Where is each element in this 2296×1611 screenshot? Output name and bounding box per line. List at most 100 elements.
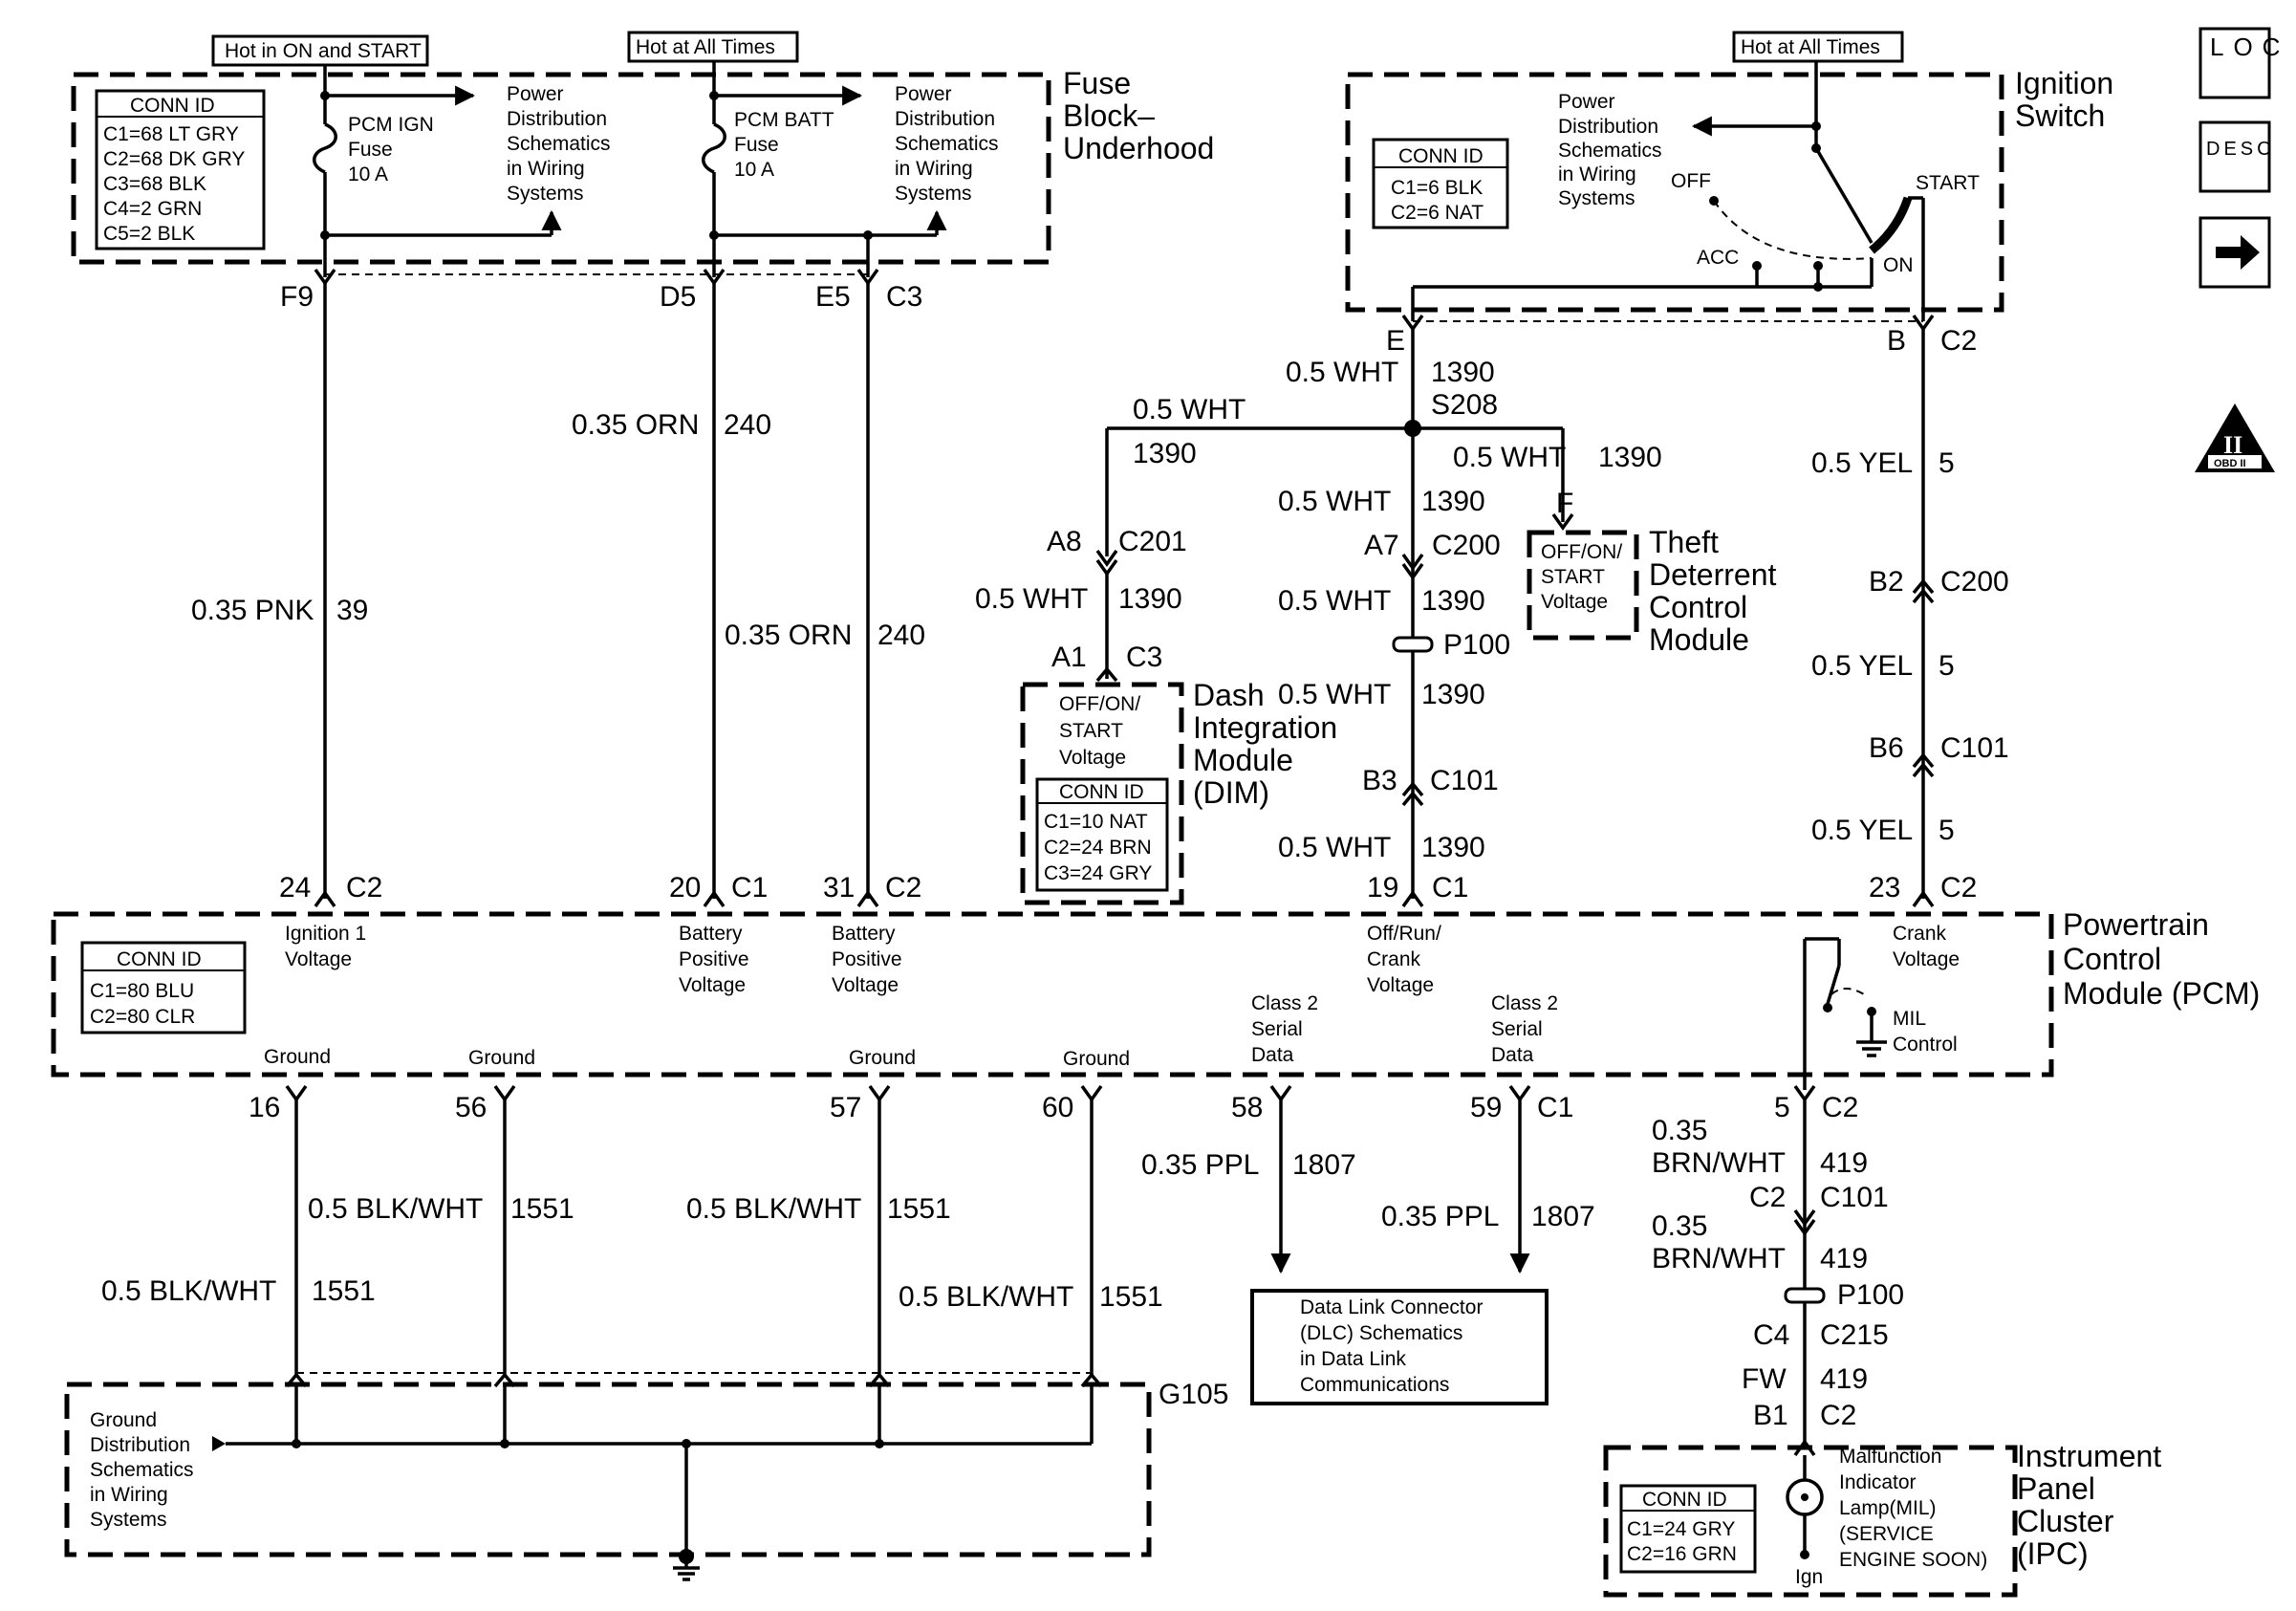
svg-text:Voltage: Voltage	[1059, 747, 1126, 769]
svg-text:II: II	[2223, 431, 2242, 459]
svg-text:1390: 1390	[1133, 438, 1197, 469]
svg-text:Cluster: Cluster	[2017, 1504, 2114, 1538]
fuse-1-symbol	[313, 122, 337, 174]
svg-text:Voltage: Voltage	[679, 974, 746, 996]
svg-text:Data Link Connector: Data Link Connector	[1300, 1296, 1483, 1318]
wire-orn2-label: 0.35 ORN	[725, 620, 852, 651]
svg-text:23: 23	[1869, 872, 1900, 903]
svg-text:Block–: Block–	[1063, 98, 1155, 133]
svg-text:0.5 BLK/WHT: 0.5 BLK/WHT	[101, 1275, 276, 1307]
svg-text:C200: C200	[1432, 530, 1501, 561]
pcm-output-pins: 16 56 57 60 58 59 C1 5 C2	[249, 1084, 1858, 1123]
svg-text:C1=80 BLU: C1=80 BLU	[90, 980, 194, 1002]
svg-text:C3: C3	[1126, 642, 1162, 673]
svg-text:CONN ID: CONN ID	[117, 948, 202, 970]
ground-wires: 0.5 BLK/WHT 1551 0.5 BLK/WHT 1551 0.5 BL…	[101, 1099, 1163, 1388]
svg-text:in Wiring: in Wiring	[507, 158, 585, 180]
svg-text:C1=24 GRY: C1=24 GRY	[1627, 1518, 1735, 1540]
svg-text:C2=68 DK GRY: C2=68 DK GRY	[103, 148, 245, 170]
svg-text:Systems: Systems	[895, 183, 972, 205]
fuse-output-pins: F9 D5 E5 C3	[280, 268, 922, 313]
svg-text:Data: Data	[1491, 1044, 1534, 1066]
svg-text:PCM IGN: PCM IGN	[348, 114, 434, 136]
switch-blade	[1814, 147, 1874, 244]
svg-text:16: 16	[249, 1092, 280, 1123]
svg-text:1390: 1390	[1421, 679, 1485, 710]
svg-text:57: 57	[830, 1092, 861, 1123]
svg-text:0.5 YEL: 0.5 YEL	[1811, 650, 1913, 682]
svg-text:E5: E5	[815, 281, 851, 313]
svg-text:C2=24 BRN: C2=24 BRN	[1044, 837, 1152, 859]
loc-icon[interactable]: LOC	[2199, 27, 2289, 99]
svg-text:0.5 YEL: 0.5 YEL	[1811, 447, 1913, 479]
svg-text:0.5 WHT: 0.5 WHT	[1133, 394, 1245, 425]
powertrain-control-module: Powertrain Control Module (PCM) CONN ID …	[51, 907, 2260, 1090]
svg-text:31: 31	[823, 872, 855, 903]
svg-text:419: 419	[1820, 1147, 1868, 1179]
svg-text:56: 56	[455, 1092, 487, 1123]
svg-text:F9: F9	[280, 281, 314, 313]
svg-text:Switch: Switch	[2015, 98, 2105, 133]
svg-text:Underhood: Underhood	[1063, 131, 1214, 165]
svg-text:Class 2: Class 2	[1251, 992, 1318, 1014]
svg-text:C2=6 NAT: C2=6 NAT	[1391, 202, 1484, 224]
svg-text:10 A: 10 A	[348, 163, 388, 185]
svg-text:Battery: Battery	[679, 923, 743, 945]
svg-text:Ground: Ground	[468, 1047, 535, 1069]
hot-label-on-start: Hot in ON and START	[225, 40, 422, 62]
svg-text:BRN/WHT: BRN/WHT	[1652, 1243, 1786, 1274]
svg-text:Schematics: Schematics	[895, 133, 999, 155]
svg-text:Fuse: Fuse	[348, 139, 393, 161]
wire-1390-tree: 0.5 WHT 1390 S208 0.5 WHT 1390 0.5 WHT 1…	[975, 329, 1662, 899]
svg-text:C4: C4	[1753, 1319, 1789, 1351]
svg-text:C2: C2	[1940, 325, 1977, 357]
arrow-right-icon[interactable]	[2199, 216, 2271, 289]
theft-module-title: Theft	[1649, 525, 1719, 559]
svg-text:Ground: Ground	[90, 1409, 157, 1431]
p100-connector-b	[1784, 1287, 1826, 1304]
dim-outline	[1020, 682, 1184, 905]
svg-text:0.35 PPL: 0.35 PPL	[1381, 1201, 1499, 1232]
svg-text:Ground: Ground	[1063, 1048, 1130, 1070]
svg-text:0.35: 0.35	[1652, 1115, 1707, 1146]
start-contact-arc	[1869, 196, 1913, 254]
svg-text:CONN ID: CONN ID	[1642, 1489, 1727, 1511]
svg-text:C1: C1	[731, 872, 768, 903]
svg-text:B1: B1	[1753, 1400, 1788, 1431]
svg-text:Ignition 1: Ignition 1	[285, 923, 366, 945]
svg-text:0.5 YEL: 0.5 YEL	[1811, 815, 1913, 846]
desc-icon[interactable]: DESC	[2199, 120, 2275, 193]
dim-conn-id-box	[1035, 777, 1169, 892]
p100-connector-a	[1392, 636, 1434, 653]
svg-text:1807: 1807	[1292, 1149, 1356, 1181]
svg-text:B2: B2	[1869, 566, 1904, 598]
svg-text:E: E	[1386, 325, 1405, 357]
svg-text:39: 39	[336, 595, 368, 626]
svg-text:1807: 1807	[1531, 1201, 1595, 1232]
fuse-block: Hot in ON and START Hot at All Times Fus…	[71, 31, 1214, 277]
svg-text:1390: 1390	[1421, 585, 1485, 617]
pcm-title: Powertrain	[2063, 907, 2209, 942]
svg-text:C2: C2	[1940, 872, 1977, 903]
svg-text:C5=2 BLK: C5=2 BLK	[103, 223, 195, 245]
svg-text:0.5 BLK/WHT: 0.5 BLK/WHT	[899, 1281, 1073, 1313]
loc-icon-text: LOC	[2210, 33, 2289, 61]
ign-conn-id-box	[1372, 138, 1509, 229]
svg-text:in Wiring: in Wiring	[90, 1484, 168, 1506]
mil-switch-blade	[1826, 965, 1841, 1005]
svg-text:59: 59	[1470, 1092, 1502, 1123]
svg-text:START: START	[1059, 720, 1123, 742]
svg-text:0.5 WHT: 0.5 WHT	[1453, 442, 1566, 473]
svg-text:in Wiring: in Wiring	[895, 158, 973, 180]
svg-text:1551: 1551	[312, 1275, 376, 1307]
svg-text:C101: C101	[1820, 1182, 1889, 1213]
svg-text:F: F	[1556, 488, 1573, 519]
svg-text:CONN ID: CONN ID	[1059, 781, 1144, 803]
svg-text:Battery: Battery	[832, 923, 896, 945]
svg-text:5: 5	[1774, 1092, 1790, 1123]
svg-text:Power: Power	[507, 83, 564, 105]
svg-text:Power: Power	[895, 83, 952, 105]
wire-419-mil: 0.35 BRN/WHT 419 C2 C101 0.35 BRN/WHT 41…	[1652, 1099, 1904, 1457]
svg-text:Serial: Serial	[1491, 1018, 1543, 1040]
ipc-outline	[1603, 1445, 2018, 1598]
